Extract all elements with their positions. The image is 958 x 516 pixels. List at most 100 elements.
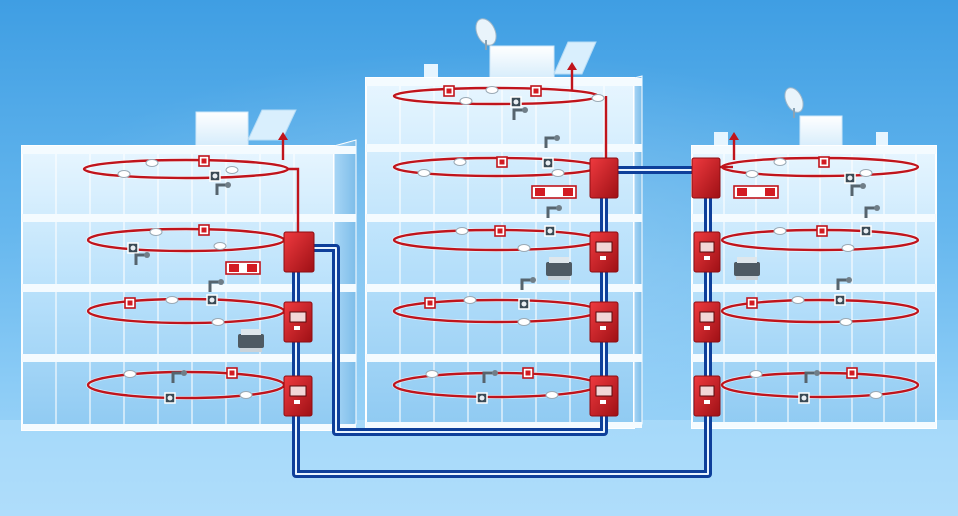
smoke-detector-icon (455, 227, 469, 235)
smoke-detector-icon (517, 244, 531, 252)
sprinkler-valve-head (144, 252, 150, 258)
smoke-detector-icon (745, 170, 759, 178)
field-devices (117, 62, 883, 404)
vent-arrow-icon (729, 132, 739, 140)
sprinkler-valve-icon (512, 108, 524, 120)
sounder-grille (479, 395, 485, 401)
printer-icon (238, 334, 264, 348)
roof-box (195, 111, 249, 147)
floor-control-panel (693, 375, 721, 417)
panel-display (595, 311, 613, 323)
panel-indicator (704, 326, 710, 330)
roof-vent-2 (876, 132, 888, 146)
sounder-grille (863, 228, 869, 234)
sprinkler-valve-head (860, 183, 866, 189)
sprinkler-valve-head (181, 370, 187, 376)
smoke-detector-icon (773, 158, 787, 166)
manual-call-point-glass (749, 300, 755, 306)
sprinkler-valve-head (218, 279, 224, 285)
floor-slabs (692, 146, 936, 428)
manual-call-point-glass (533, 88, 539, 94)
sprinkler-valve-icon (482, 371, 494, 383)
manual-call-point-glass (201, 227, 207, 233)
main-control-panel (589, 157, 619, 199)
panel-indicator (600, 256, 606, 260)
printer-tray (736, 276, 758, 280)
panel-display (289, 385, 307, 397)
manual-call-point-glass (849, 370, 855, 376)
manual-call-point-glass (201, 158, 207, 164)
printer-tray (240, 348, 262, 352)
manual-call-point-glass (499, 159, 505, 165)
smoke-detector-icon (453, 158, 467, 166)
sprinkler-valve-icon (215, 183, 227, 195)
roof-box (799, 115, 843, 149)
smoke-detector-icon (213, 242, 227, 250)
printer-paper (737, 257, 757, 263)
panel-indicator (294, 326, 300, 330)
smoke-detector-icon (517, 318, 531, 326)
sounder-grille (547, 228, 553, 234)
loop-feed (288, 167, 300, 240)
panel-display (699, 311, 715, 323)
smoke-detector-icon (859, 169, 873, 177)
sounder-grille (545, 160, 551, 166)
sounder-grille (847, 175, 853, 181)
sounder-grille (801, 395, 807, 401)
panel-indicator (600, 400, 606, 404)
manual-call-point-glass (427, 300, 433, 306)
floor-control-panel (693, 231, 721, 273)
sprinkler-valve-icon (171, 371, 183, 383)
smoke-detector-icon (545, 391, 559, 399)
manual-call-point-glass (819, 228, 825, 234)
interface-module-relay (765, 188, 775, 196)
main-control-panel (691, 157, 721, 199)
printer-tray (548, 276, 570, 280)
panel-indicator (704, 256, 710, 260)
detection-loop (720, 298, 920, 324)
printer-icon (546, 262, 572, 276)
printer-paper (241, 329, 261, 335)
interface-module-relay (229, 264, 239, 272)
sprinkler-valve-icon (546, 206, 558, 218)
smoke-detector-icon (145, 159, 159, 167)
manual-call-point-glass (446, 88, 452, 94)
smoke-detector-icon (591, 94, 605, 102)
smoke-detector-icon (225, 166, 239, 174)
interface-module-relay (247, 264, 257, 272)
sprinkler-valve-head (556, 205, 562, 211)
smoke-detector-icon (417, 169, 431, 177)
main-control-panel (283, 231, 315, 273)
interface-module-relay (737, 188, 747, 196)
smoke-detector-icon (459, 97, 473, 105)
sprinkler-valve-icon (864, 206, 876, 218)
smoke-detector-icon (463, 296, 477, 304)
manual-call-point-glass (229, 370, 235, 376)
panel-display (595, 241, 613, 253)
sprinkler-valve-icon (804, 371, 816, 383)
manual-call-point-glass (497, 228, 503, 234)
sprinkler-valve-icon (520, 278, 532, 290)
vent-arrow-icon (278, 132, 288, 140)
smoke-detector-icon (791, 296, 805, 304)
detection-loops (82, 86, 920, 400)
panel-display (699, 385, 715, 397)
panel-display (289, 311, 307, 323)
building-left (21, 109, 357, 431)
sprinkler-valve-head (225, 182, 231, 188)
smoke-detector-icon (211, 318, 225, 326)
manual-call-point-glass (821, 159, 827, 165)
sprinkler-valve-head (846, 277, 852, 283)
panel-cabinet (589, 157, 619, 199)
floor-slabs (22, 146, 356, 430)
smoke-detector-icon (551, 169, 565, 177)
floor-control-panel (589, 375, 619, 417)
sprinkler-valve-head (522, 107, 528, 113)
smoke-detector-icon (123, 370, 137, 378)
facade-side (633, 75, 643, 429)
network-cable (292, 166, 712, 478)
sounder-grille (521, 301, 527, 307)
panel-display (595, 385, 613, 397)
satellite-dish-center (475, 18, 497, 50)
